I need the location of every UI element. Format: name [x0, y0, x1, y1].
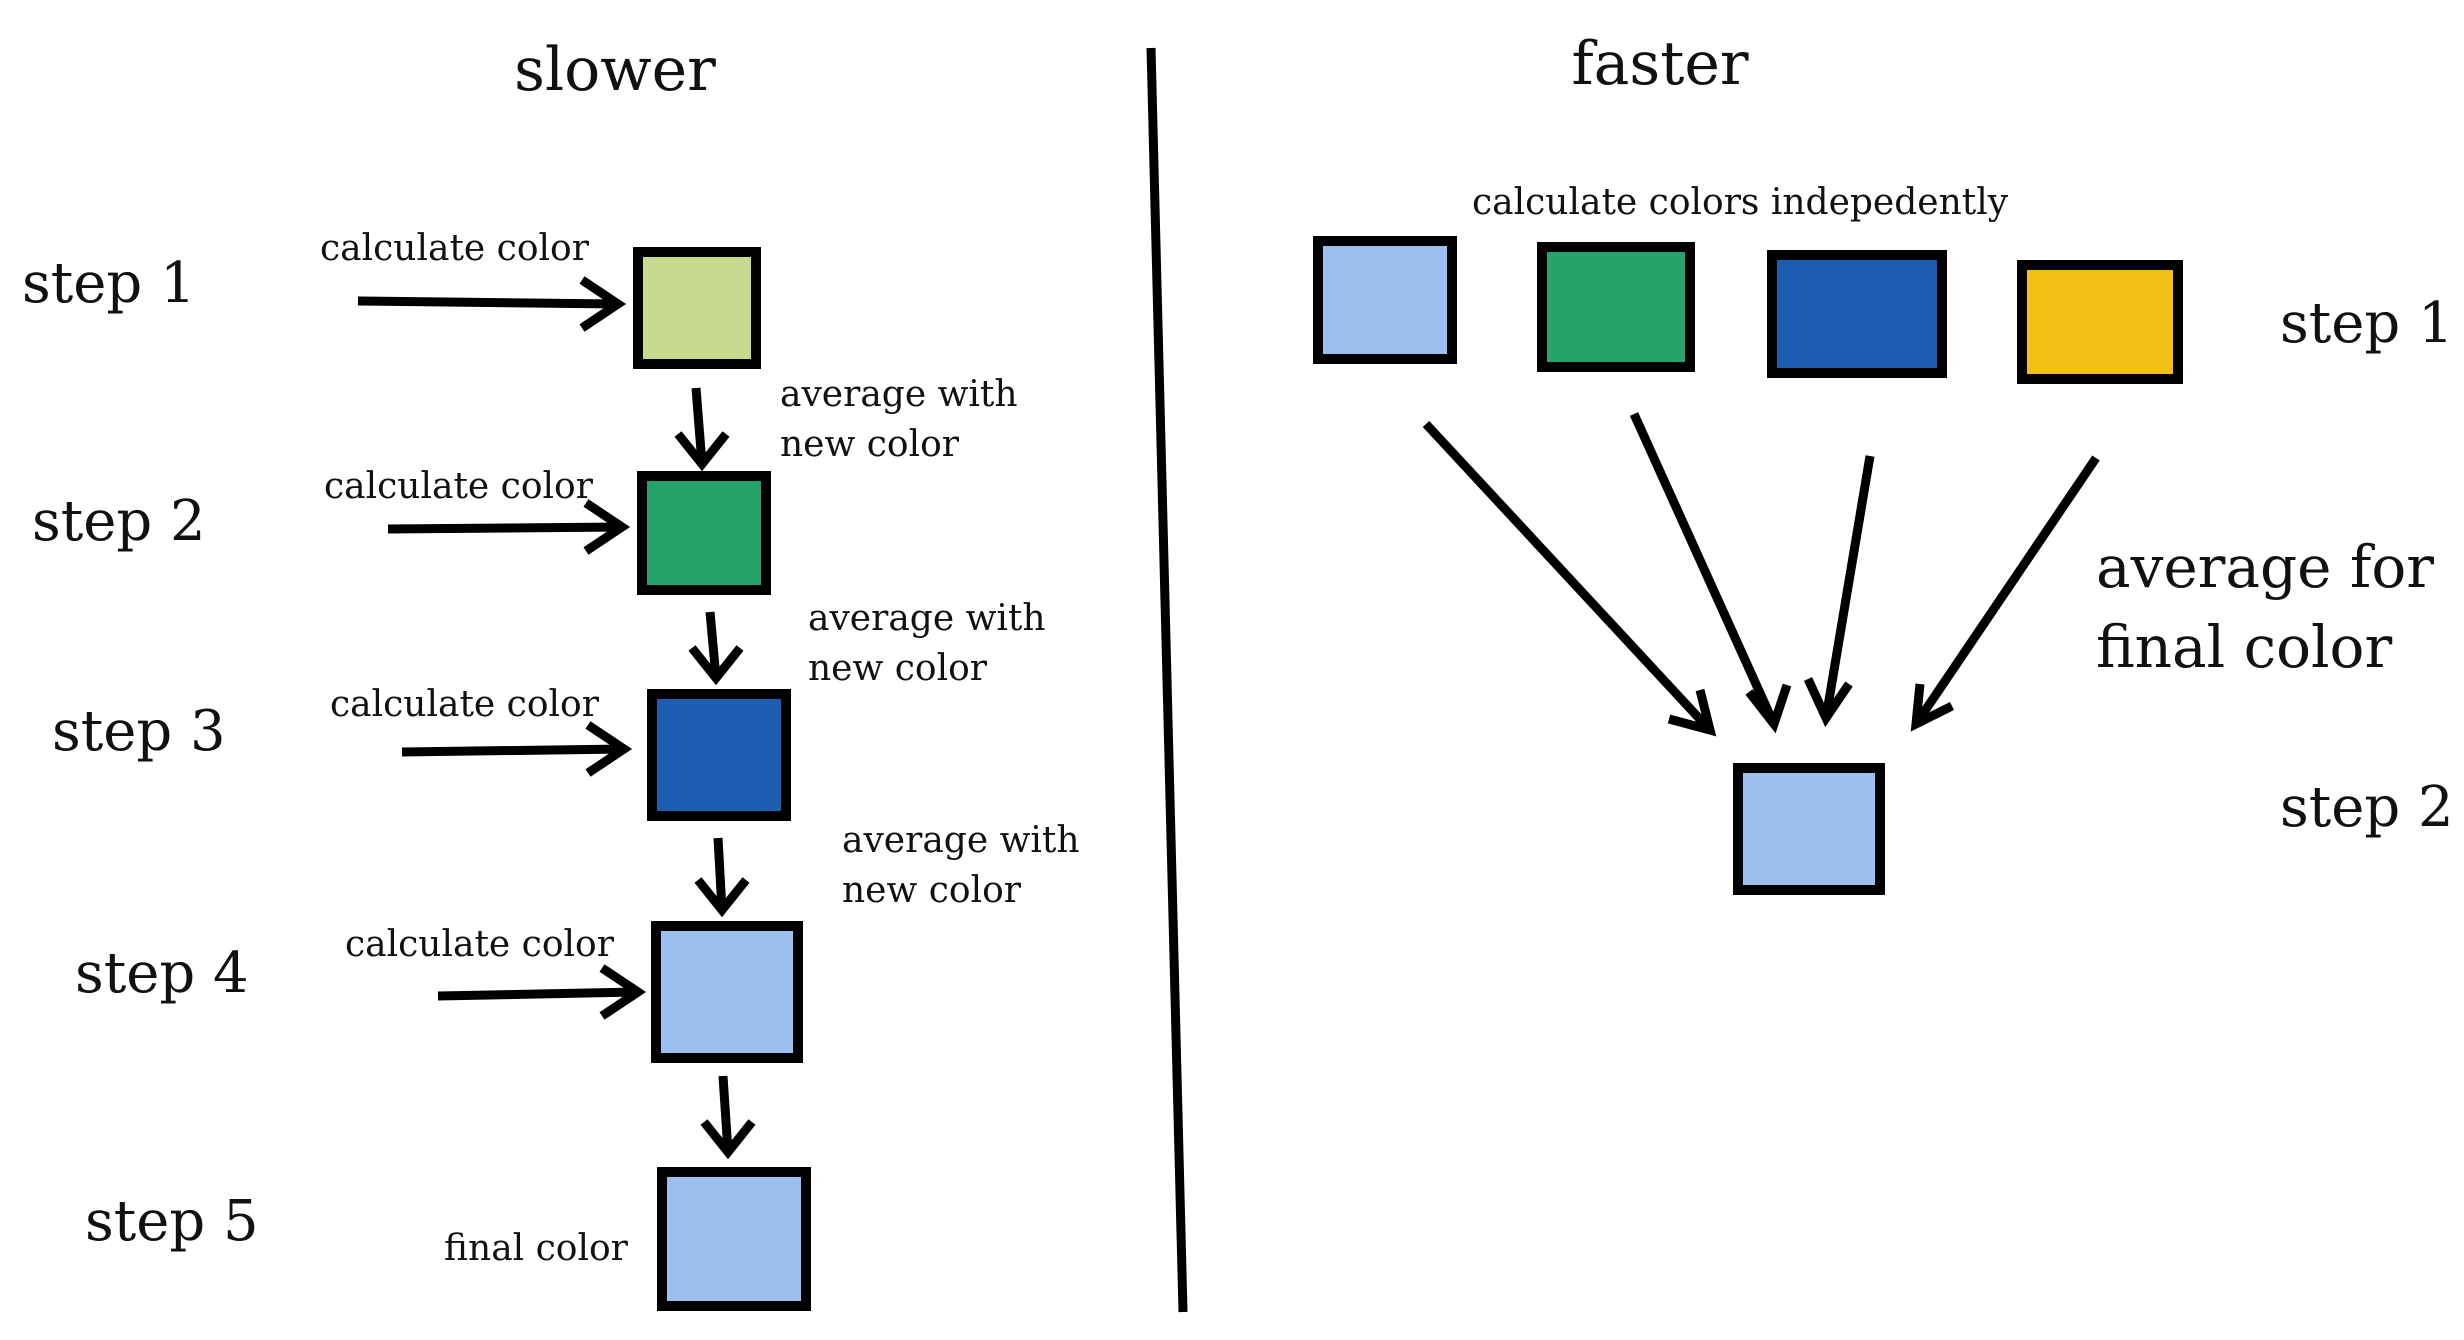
- avg-arrow-1: [674, 387, 730, 472]
- avg-label-3-line-1: average with: [842, 820, 1080, 861]
- left-box-step-5-final-light-blue: [657, 1167, 811, 1311]
- calc-arrow-step-1: [357, 276, 627, 332]
- left-box-step-3-blue: [647, 689, 791, 821]
- converge-arrow-3: [1803, 455, 1875, 728]
- calc-label-step-1: calculate color: [320, 228, 590, 269]
- avg-label-1-line-2: new color: [780, 424, 960, 465]
- slower-heading: slower: [514, 35, 716, 105]
- left-step-1-label: step 1: [22, 251, 196, 316]
- divider-line: [1146, 47, 1188, 1313]
- right-step-1-label: step 1: [2280, 291, 2454, 356]
- avg-label-1-line-1: average with: [780, 374, 1018, 415]
- left-step-3-label: step 3: [52, 699, 226, 764]
- left-box-step-1-light-green: [633, 247, 761, 369]
- faster-heading: faster: [1571, 29, 1748, 99]
- left-box-step-2-green: [637, 471, 771, 595]
- left-box-step-4-light-blue: [651, 921, 803, 1063]
- converge-arrow-1: [1422, 420, 1717, 737]
- final-color-label: final color: [444, 1228, 629, 1269]
- calc-label-step-4: calculate color: [345, 924, 615, 965]
- right-final-box-light-blue: [1733, 763, 1885, 895]
- right-box-green: [1537, 242, 1695, 372]
- average-final-line-1: average for: [2096, 533, 2434, 601]
- avg-label-2-line-1: average with: [808, 598, 1046, 639]
- right-box-light-blue: [1313, 236, 1457, 364]
- right-box-blue: [1767, 250, 1947, 378]
- calc-arrow-step-2: [387, 499, 631, 555]
- converge-arrow-4: [1910, 455, 2100, 732]
- left-step-5-label: step 5: [85, 1189, 259, 1254]
- avg-label-3-line-2: new color: [842, 870, 1022, 911]
- avg-arrow-4: [700, 1075, 756, 1160]
- calc-arrow-step-3: [401, 721, 633, 777]
- calc-label-step-3: calculate color: [330, 684, 600, 725]
- right-step-2-label: step 2: [2280, 775, 2454, 840]
- right-box-yellow: [2017, 260, 2183, 384]
- converge-arrow-2: [1629, 412, 1792, 734]
- calc-label-step-2: calculate color: [324, 466, 594, 507]
- avg-arrow-2: [688, 611, 744, 686]
- avg-label-2-line-2: new color: [808, 648, 988, 689]
- calc-arrow-step-4: [437, 964, 647, 1020]
- calc-colors-independently-label: calculate colors indepedently: [1472, 182, 2009, 223]
- avg-arrow-3: [694, 837, 750, 918]
- left-step-2-label: step 2: [32, 489, 206, 554]
- left-step-4-label: step 4: [75, 941, 249, 1006]
- average-final-line-2: final color: [2096, 613, 2392, 681]
